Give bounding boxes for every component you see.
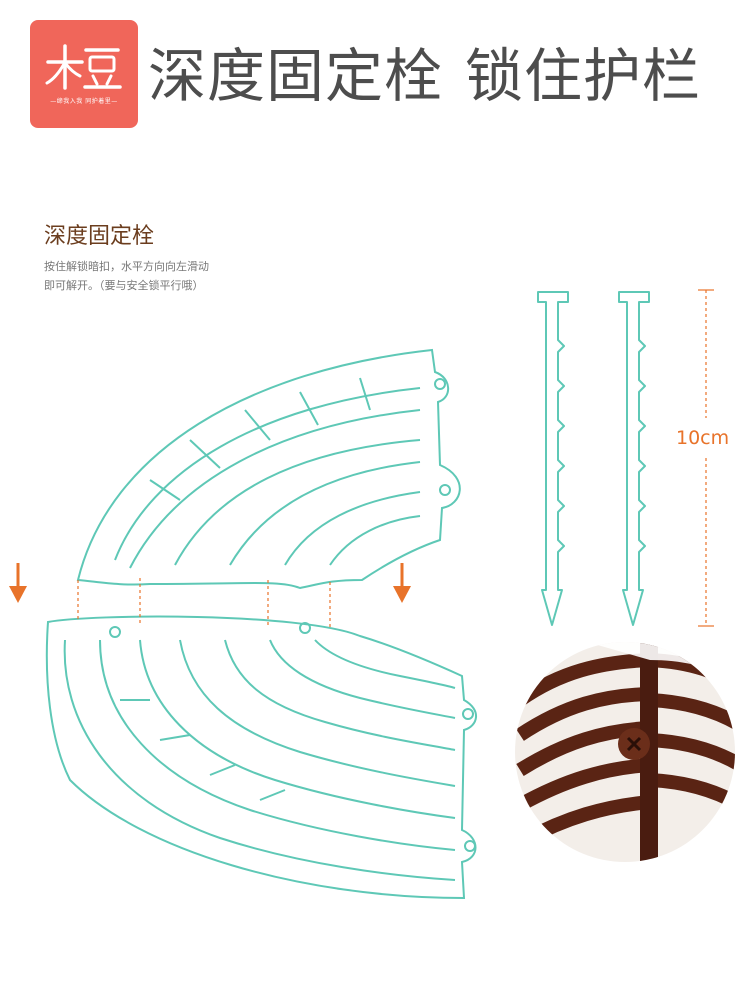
connection-guides	[77, 578, 331, 628]
ground-stake-2	[618, 291, 650, 626]
down-arrow-left-icon	[9, 563, 27, 603]
logo-tagline: —缔我入我 同护着里—	[50, 98, 118, 105]
headline-part-2: 锁住护栏	[465, 42, 702, 110]
headline-part-1: 深度固定栓	[148, 42, 444, 110]
logo-mark	[30, 20, 138, 128]
dimension-marker	[698, 289, 714, 627]
section-description: 按住解锁暗扣，水平方向向左滑动 即可解开。（要与安全锁平行哦）	[44, 257, 209, 295]
down-arrow-right-icon	[393, 563, 411, 603]
stake-length-label: 10cm	[676, 427, 730, 449]
page-headline: 深度固定栓锁住护栏	[148, 40, 701, 112]
fence-panel-lower	[45, 615, 477, 900]
desc-line-1: 按住解锁暗扣，水平方向向左滑动	[44, 260, 209, 273]
fence-lock-photo	[515, 642, 735, 862]
desc-line-2: 即可解开。（要与安全锁平行哦）	[44, 279, 204, 292]
brand-logo: —缔我入我 同护着里—	[30, 20, 138, 128]
section-title: 深度固定栓	[44, 224, 155, 249]
ground-stake-1	[537, 291, 569, 626]
fence-panel-upper	[76, 348, 461, 590]
